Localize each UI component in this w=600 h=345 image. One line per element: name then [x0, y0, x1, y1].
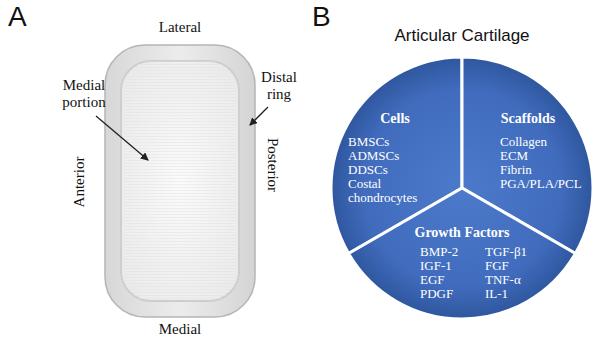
fiber-striations: [121, 61, 239, 301]
direction-label: Medial: [159, 321, 202, 338]
sector-heading: Growth Factors: [415, 225, 510, 241]
direction-label: Lateral: [159, 19, 201, 36]
sector-list: TGF-β1 FGF TNF-α IL-1: [485, 245, 545, 301]
leader-arrow: [96, 116, 148, 160]
sector-heading: Scaffolds: [501, 111, 555, 127]
panel-letter: A: [8, 2, 27, 33]
panel-title: Articular Cartilage: [394, 26, 529, 46]
sector-list: Collagen ECM Fibrin PGA/PLA/PCL: [500, 135, 595, 191]
distal-ring-shape: [105, 45, 255, 317]
part-label: Medial portion: [62, 77, 105, 112]
part-label: Distal ring: [261, 69, 297, 104]
sector-heading: Cells: [380, 111, 410, 127]
leader-arrow: [250, 107, 268, 125]
medial-portion-shape: [121, 61, 239, 301]
panel-letter: B: [312, 2, 331, 33]
direction-label: Posterior: [263, 138, 280, 192]
direction-label: Anterior: [71, 157, 88, 208]
sector-list: BMP-2 IGF-1 EGF PDGF: [420, 245, 480, 301]
sector-list: BMSCs ADMSCs DDSCs Costal chondrocytes: [348, 135, 438, 205]
